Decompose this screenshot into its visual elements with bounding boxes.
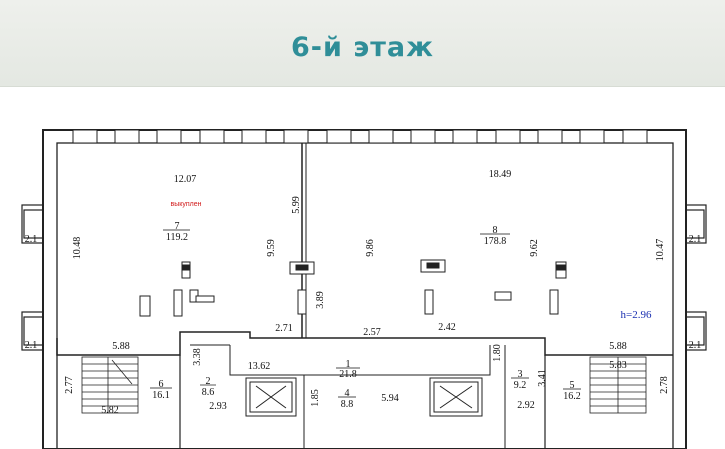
dim-10-48: 10.48 <box>72 237 83 260</box>
dim-2-93: 2.93 <box>209 401 227 412</box>
dim-18-49: 18.49 <box>489 169 512 180</box>
room-8-number: 8 <box>493 225 498 236</box>
dim-1-80: 1.80 <box>492 344 503 362</box>
dim-5-88-left: 5.88 <box>112 341 130 352</box>
dim-2-42: 2.42 <box>438 322 456 333</box>
dim-13-62: 13.62 <box>248 361 271 372</box>
stairs-right <box>589 356 647 414</box>
header-band <box>0 0 725 87</box>
window-pilasters <box>72 129 648 144</box>
room-2-area: 8.6 <box>202 387 215 398</box>
floor-title: 6-й этаж <box>290 32 435 63</box>
room-1-number: 1 <box>346 359 351 370</box>
room-7-number: 7 <box>175 221 180 232</box>
dim-5-88-right: 5.88 <box>609 341 627 352</box>
dim-2-1-c: 2.1 <box>689 234 702 245</box>
room-6-number: 6 <box>159 379 164 390</box>
room-6-area: 16.1 <box>152 390 170 401</box>
room-1-area-label: 21.8 <box>339 369 357 380</box>
room-2-number: 2 <box>206 376 211 387</box>
dim-5-82: 5.82 <box>101 405 119 416</box>
core-wall-right <box>306 337 673 356</box>
dim-3-41: 3.41 <box>537 369 548 387</box>
core-wall-left <box>56 331 306 356</box>
dim-2-1-d: 2.1 <box>689 340 702 351</box>
room-8-area: 178.8 <box>484 236 507 247</box>
dim-12-07: 12.07 <box>174 174 197 185</box>
room-4-number: 4 <box>345 388 350 399</box>
dim-5-99: 5.99 <box>291 196 302 214</box>
elevator-right <box>429 377 483 417</box>
dim-1-85: 1.85 <box>310 389 321 407</box>
room-5-number: 5 <box>570 380 575 391</box>
stamp-label: выкуплен <box>170 201 201 208</box>
outer-wall <box>42 129 687 449</box>
dim-5-83: 5.83 <box>609 360 627 371</box>
dim-2-1-b: 2.1 <box>25 340 38 351</box>
dim-2-78: 2.78 <box>659 376 670 394</box>
corridor-wall <box>229 345 491 376</box>
dim-2-1-a: 2.1 <box>25 234 38 245</box>
dim-5-94: 5.94 <box>381 393 399 404</box>
elevator-left <box>245 377 297 417</box>
dim-2-77: 2.77 <box>64 376 75 394</box>
ceiling-height: h=2.96 <box>621 309 652 321</box>
inner-wall <box>56 142 674 449</box>
dim-9-86: 9.86 <box>365 239 376 257</box>
room-5-area: 16.2 <box>563 391 581 402</box>
dim-3-89: 3.89 <box>315 291 326 309</box>
stairs-left <box>81 356 139 414</box>
dim-2-92: 2.92 <box>517 400 535 411</box>
dim-9-62: 9.62 <box>529 239 540 257</box>
dim-3-38: 3.38 <box>192 348 203 366</box>
room-3-number: 3 <box>518 369 523 380</box>
room-7-area: 119.2 <box>166 232 188 243</box>
dim-10-47: 10.47 <box>655 239 666 262</box>
dim-9-59: 9.59 <box>266 239 277 257</box>
room-4-area: 8.8 <box>341 399 354 410</box>
dim-2-71: 2.71 <box>275 323 293 334</box>
columns <box>139 259 567 317</box>
dim-2-57: 2.57 <box>363 327 381 338</box>
room-3-area: 9.2 <box>514 380 527 391</box>
balconies <box>21 204 707 351</box>
